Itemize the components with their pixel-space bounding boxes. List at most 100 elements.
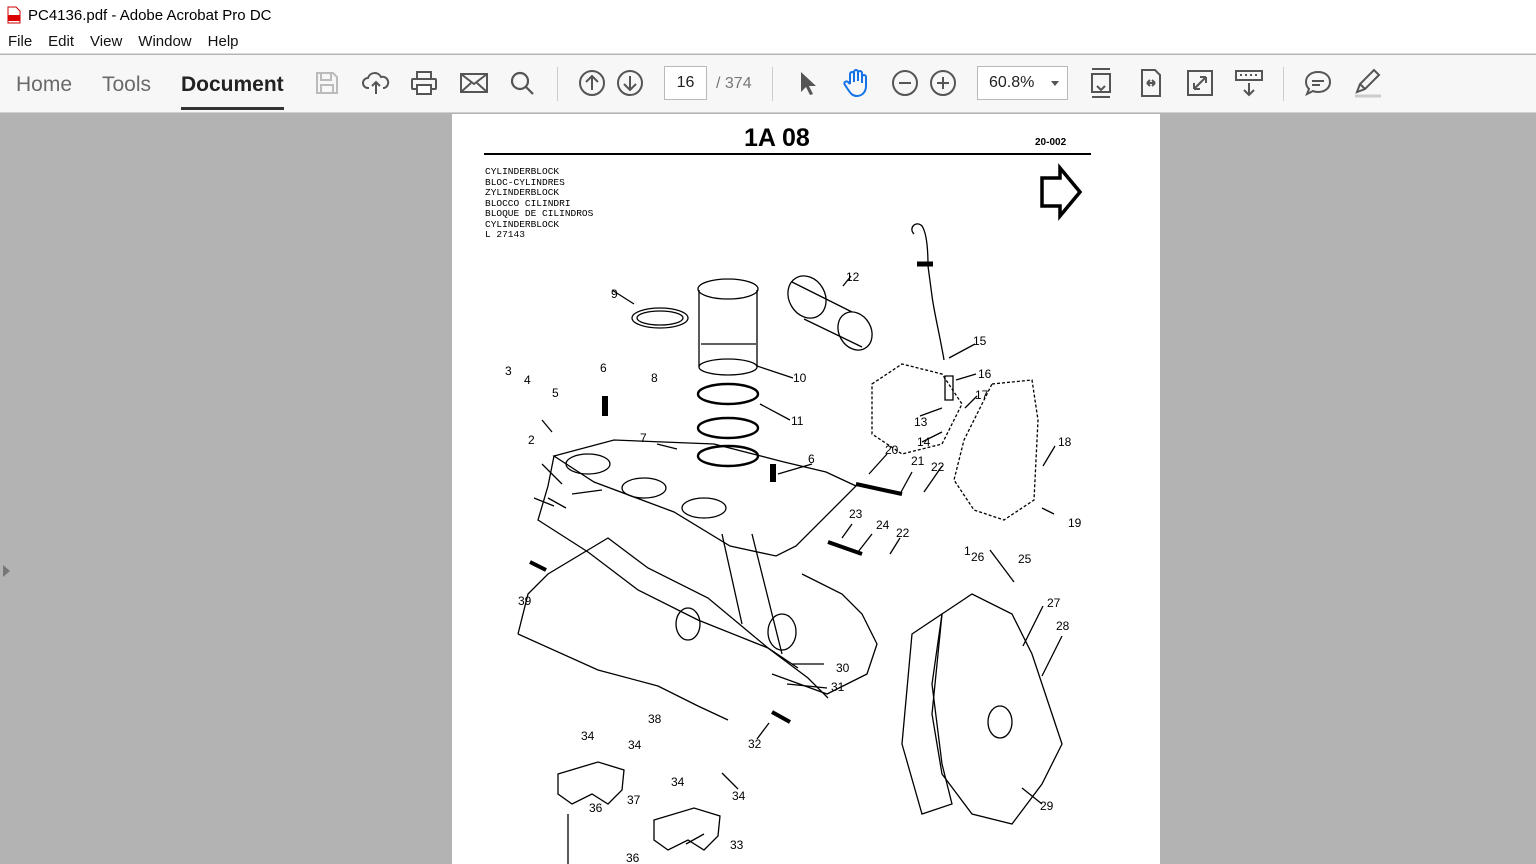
menu-view[interactable]: View bbox=[90, 33, 123, 50]
callout-label: 27 bbox=[1047, 596, 1061, 610]
main-toolbar: Home Tools Document 16 / 374 60.8% bbox=[0, 55, 1536, 113]
callout-label: 20 bbox=[885, 443, 899, 457]
menu-help[interactable]: Help bbox=[207, 33, 239, 50]
timing-cover-plate bbox=[931, 593, 1063, 825]
expand-panel-icon[interactable] bbox=[3, 565, 10, 577]
part-name-list: CYLINDERBLOCK BLOC-CYLINDRES ZYLINDERBLO… bbox=[485, 166, 594, 241]
callout-label: 23 bbox=[849, 507, 863, 521]
chevron-down-icon[interactable] bbox=[1051, 81, 1059, 86]
exploded-parts-diagram: 1 2 3 4 5 6 6 7 8 9 10 11 12 13 14 15 16… bbox=[505, 163, 1083, 864]
zoom-in-icon[interactable] bbox=[927, 67, 959, 99]
callout-label: 2 bbox=[528, 433, 535, 447]
callout-label: 3 bbox=[505, 364, 512, 378]
fullscreen-icon[interactable] bbox=[1184, 67, 1216, 99]
callout-label: 14 bbox=[917, 435, 931, 449]
part-code: L 27143 bbox=[485, 229, 525, 240]
callout-label: 38 bbox=[648, 712, 662, 726]
callout-label: 36 bbox=[626, 851, 640, 864]
callout-label: 5 bbox=[552, 386, 559, 400]
tab-tools[interactable]: Tools bbox=[102, 73, 152, 96]
callout-label: 34 bbox=[671, 775, 685, 789]
pen-icon[interactable] bbox=[1351, 67, 1383, 99]
toolbar-separator bbox=[772, 67, 773, 101]
tab-home[interactable]: Home bbox=[16, 73, 73, 96]
part-name: CYLINDERBLOCK bbox=[485, 166, 560, 177]
part-name: BLOQUE DE CILINDROS bbox=[485, 208, 594, 219]
sensor bbox=[944, 375, 954, 401]
callout-label: 30 bbox=[836, 661, 850, 675]
oil-filter bbox=[787, 275, 873, 351]
menu-edit[interactable]: Edit bbox=[48, 33, 75, 50]
comment-icon[interactable] bbox=[1302, 67, 1334, 99]
pdf-page: 1A 08 20-002 CYLINDERBLOCK BLOC-CYLINDRE… bbox=[452, 114, 1160, 864]
fit-width-icon[interactable] bbox=[1135, 67, 1167, 99]
callout-label: 9 bbox=[611, 287, 618, 301]
cylinder-block bbox=[517, 439, 878, 721]
zoom-value: 60.8% bbox=[989, 74, 1035, 91]
dowel bbox=[602, 396, 776, 482]
callout-label: 22 bbox=[931, 460, 945, 474]
arrow-up-icon[interactable] bbox=[576, 67, 608, 99]
o-ring bbox=[696, 444, 760, 468]
cylinder-liner bbox=[697, 278, 759, 300]
pin bbox=[529, 560, 547, 572]
fit-page-icon[interactable] bbox=[1085, 67, 1117, 99]
print-icon[interactable] bbox=[408, 67, 440, 99]
part-name: CYLINDERBLOCK bbox=[485, 218, 560, 230]
page-number-input[interactable]: 16 bbox=[664, 66, 707, 100]
o-ring bbox=[696, 416, 760, 440]
callout-label: 25 bbox=[1018, 552, 1032, 566]
callout-label: 24 bbox=[876, 518, 890, 532]
callout-label: 11 bbox=[791, 414, 804, 428]
email-icon[interactable] bbox=[458, 67, 490, 99]
callout-label: 28 bbox=[1056, 619, 1070, 633]
page-reference: 20-002 bbox=[1035, 137, 1067, 148]
menu-file[interactable]: File bbox=[8, 33, 33, 50]
callout-label: 32 bbox=[748, 737, 762, 751]
pdf-file-icon bbox=[6, 6, 22, 24]
callout-label: 15 bbox=[973, 334, 987, 348]
callout-label: 26 bbox=[971, 550, 985, 564]
bearing-cap bbox=[557, 761, 625, 805]
document-viewport[interactable]: 1A 08 20-002 CYLINDERBLOCK BLOC-CYLINDRE… bbox=[0, 114, 1536, 864]
callout-label: 7 bbox=[640, 431, 647, 445]
save-icon[interactable] bbox=[311, 67, 343, 99]
menu-window[interactable]: Window bbox=[138, 33, 192, 50]
scroll-mode-icon[interactable] bbox=[1233, 67, 1265, 99]
callout-label: 34 bbox=[581, 729, 595, 743]
callout-label: 39 bbox=[518, 594, 532, 608]
part-name: BLOCCO CILINDRI bbox=[485, 197, 571, 209]
arrow-down-icon[interactable] bbox=[614, 67, 646, 99]
o-ring bbox=[696, 382, 760, 406]
menu-bar: File Edit View Window Help bbox=[0, 30, 1536, 54]
callout-label: 17 bbox=[975, 388, 989, 402]
tab-document[interactable]: Document bbox=[181, 73, 284, 110]
callout-label: 6 bbox=[808, 452, 815, 466]
callout-label: 37 bbox=[627, 793, 641, 807]
stud bbox=[855, 482, 903, 496]
page-total: / 374 bbox=[716, 75, 752, 92]
callout-label: 16 bbox=[978, 367, 992, 381]
seal-ring bbox=[631, 307, 689, 329]
callout-labels: 1 2 3 4 5 6 6 7 8 9 10 11 12 13 14 15 16… bbox=[505, 270, 1082, 864]
toolbar-separator bbox=[1283, 67, 1284, 101]
part-name: ZYLINDERBLOCK bbox=[485, 187, 560, 198]
stud bbox=[827, 540, 863, 556]
part-name: BLOC-CYLINDRES bbox=[485, 176, 565, 188]
callout-label: 21 bbox=[911, 454, 925, 468]
select-cursor-icon[interactable] bbox=[791, 67, 823, 99]
callout-label: 8 bbox=[651, 371, 658, 385]
search-icon[interactable] bbox=[506, 67, 538, 99]
hand-tool-icon[interactable] bbox=[840, 67, 872, 99]
callout-label: 13 bbox=[914, 415, 928, 429]
dipstick bbox=[911, 223, 945, 361]
callout-label: 22 bbox=[896, 526, 910, 540]
pump-housing bbox=[871, 363, 963, 455]
bearing-cap bbox=[653, 807, 721, 851]
zoom-out-icon[interactable] bbox=[889, 67, 921, 99]
callout-label: 18 bbox=[1058, 435, 1072, 449]
callout-label: 6 bbox=[600, 361, 607, 375]
cloud-upload-icon[interactable] bbox=[360, 67, 392, 99]
zoom-select[interactable]: 60.8% bbox=[977, 66, 1068, 100]
callout-label: 34 bbox=[628, 738, 642, 752]
